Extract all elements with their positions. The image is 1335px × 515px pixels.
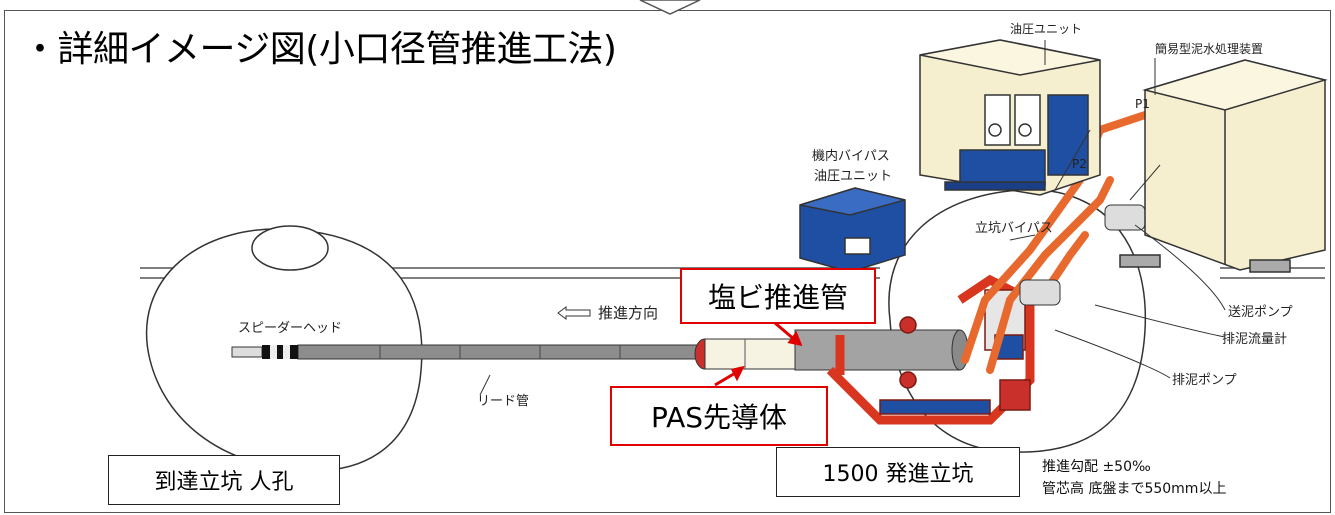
top-chevron xyxy=(639,0,701,15)
label-hydraulic-unit: 油圧ユニット xyxy=(1010,22,1082,36)
label-shaft-bypass: 立坑バイパス xyxy=(975,221,1053,236)
label-speeder-head: スピーダーヘッド xyxy=(238,321,342,336)
hydraulic-unit xyxy=(919,39,1101,196)
direction-arrow-icon xyxy=(557,306,591,320)
gradient-note-line2: 管芯高 底盤まで550mm以上 xyxy=(1042,481,1227,497)
leader-lines xyxy=(479,40,1226,396)
label-bypass-unit-1: 機内バイパス xyxy=(812,148,890,164)
pas-leader xyxy=(694,338,796,370)
label-p2: P2 xyxy=(1072,157,1087,171)
speeder-head xyxy=(231,345,298,359)
gradient-note-line1: 推進勾配 ±50‰ xyxy=(1042,459,1151,475)
lead-pipe xyxy=(297,344,699,360)
label-mud-treatment: 簡易型泥水処理装置 xyxy=(1155,41,1263,56)
mud-treatment-device xyxy=(1119,59,1328,273)
label-discharge-pump: 排泥ポンプ xyxy=(1172,373,1237,388)
callout-pvc-pipe: 塩ビ推進管 xyxy=(680,268,876,324)
label-flow-meter: 排泥流量計 xyxy=(1222,331,1287,347)
callout-pas-leader: PAS先導体 xyxy=(610,386,828,446)
pvc-pipe xyxy=(794,329,969,371)
callout-arrows xyxy=(714,321,803,387)
label-lead-pipe: リード管 xyxy=(477,394,529,409)
label-bypass-unit-2: 油圧ユニット xyxy=(814,169,892,184)
pumps xyxy=(1019,204,1146,306)
launch-shaft-label: 1500 発進立坑 xyxy=(776,447,1020,497)
label-feed-pump: 送泥ポンプ xyxy=(1228,305,1293,320)
gradient-note: 推進勾配 ±50‰ 管芯高 底盤まで550mm以上 xyxy=(1042,456,1226,500)
arrival-shaft-label: 到達立坑 人孔 xyxy=(108,455,340,505)
label-p1: P1 xyxy=(1135,97,1150,111)
page-title: ・詳細イメージ図(小口径管推進工法) xyxy=(22,29,617,70)
label-direction: 推進方向 xyxy=(598,304,658,322)
bypass-hydraulic-unit xyxy=(799,187,906,273)
